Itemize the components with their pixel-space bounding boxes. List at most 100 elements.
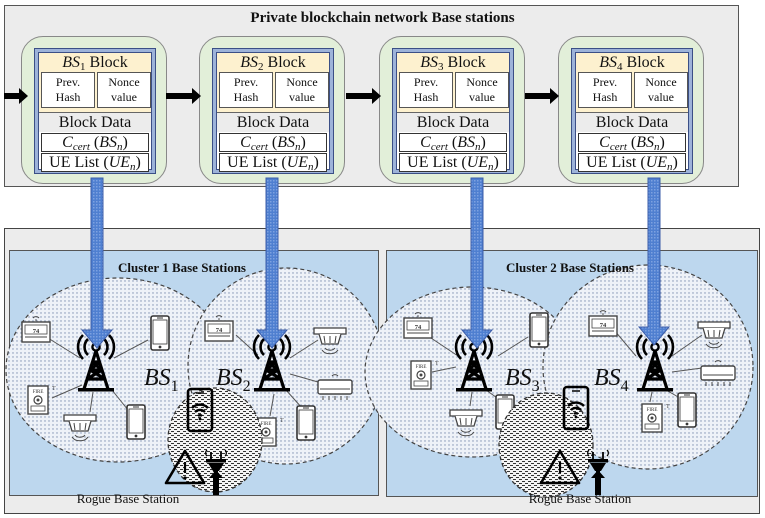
block-suffix: Block: [447, 54, 486, 71]
ue-list-row: UE List (UEn): [219, 153, 327, 173]
ue-arg: UE: [108, 154, 131, 171]
station-bs: BS: [144, 365, 171, 391]
ue-list-row: UE List (UEn): [399, 153, 507, 173]
certificate-row: Ccert (BSn): [41, 133, 149, 153]
block-title: BS3 Block: [397, 53, 509, 77]
device-link-line: [431, 366, 457, 373]
ue-arg-subscript: n: [488, 161, 494, 173]
ue-list-label: UE List: [49, 154, 100, 171]
cert-symbol: C: [599, 134, 610, 151]
block-title: BS4 Block: [576, 53, 688, 77]
phone-icon: [296, 405, 316, 441]
device-link-line: [671, 334, 703, 357]
block-suffix: Block: [626, 54, 665, 71]
phone-icon: [126, 404, 146, 440]
ue-arg-subscript: n: [667, 161, 673, 173]
prev-hash-line1: Prev.: [592, 75, 618, 89]
rogue-base-station-label: Rogue Base Station: [77, 491, 180, 506]
ue-arg: UE: [645, 154, 668, 171]
cert-symbol: C: [62, 134, 73, 151]
prev-hash-line2: Hash: [413, 90, 439, 104]
device-link-line: [113, 339, 149, 359]
block-bs-label: BS: [599, 54, 618, 71]
block-data-text: Block Data: [58, 114, 132, 131]
nonce-line2: value: [648, 90, 674, 104]
prev-hash-cell: Prev.Hash: [41, 72, 95, 108]
certificate-row: Ccert (BSn): [219, 133, 327, 153]
prev-hash-line1: Prev.: [413, 75, 439, 89]
rogue-phone-wifi-icon: [562, 385, 590, 431]
cert-arg: BS: [277, 134, 296, 151]
ue-list-row: UE List (UEn): [578, 153, 686, 173]
rogue-arrow-shaft: [595, 475, 601, 495]
station-subscript: 2: [243, 378, 251, 395]
nonce-line1: Nonce: [108, 75, 140, 89]
device-link-line: [671, 367, 703, 373]
cert-subscript: cert: [430, 141, 448, 153]
chain-arrow-2: [166, 88, 201, 104]
block-data-text: Block Data: [236, 114, 310, 131]
device-link-line: [289, 373, 319, 383]
block-data-label: Block Data: [217, 113, 329, 132]
block-data-label: Block Data: [397, 113, 509, 132]
prev-hash-cell: Prev.Hash: [219, 72, 273, 108]
block-bs-label: BS: [240, 54, 259, 71]
nonce-line2: value: [289, 90, 315, 104]
station-label: BS3: [505, 365, 540, 395]
cert-arg: BS: [99, 134, 118, 151]
nonce-line1: Nonce: [466, 75, 498, 89]
block-suffix: Block: [267, 54, 306, 71]
prev-hash-line1: Prev.: [55, 75, 81, 89]
nonce-line2: value: [111, 90, 137, 104]
phone-icon: [150, 315, 170, 351]
block-data-label: Block Data: [39, 113, 151, 132]
rogue-phone-wifi-icon: [186, 387, 214, 433]
station-label: BS4: [594, 365, 629, 395]
nonce-line1: Nonce: [286, 75, 318, 89]
cluster-title: Cluster 1 Base Stations: [118, 260, 246, 275]
ue-arg-subscript: n: [308, 161, 314, 173]
rogue-base-station-label: Rogue Base Station: [529, 491, 632, 506]
rogue-arrow-head: [209, 470, 223, 478]
chain-arrow-1: [4, 88, 28, 104]
station-subscript: 4: [621, 378, 629, 395]
block-to-station-arrow-1: [80, 177, 114, 349]
block-title: BS1 Block: [39, 53, 151, 77]
device-link-line: [649, 391, 653, 403]
ue-list-label: UE List: [407, 154, 458, 171]
ue-arg: UE: [286, 154, 309, 171]
device-link-line: [427, 335, 459, 357]
prev-hash-line2: Hash: [592, 90, 618, 104]
station-bs: BS: [505, 365, 532, 391]
ue-list-label: UE List: [227, 154, 278, 171]
cert-subscript: cert: [72, 141, 90, 153]
prev-hash-line2: Hash: [55, 90, 81, 104]
block-data-text: Block Data: [595, 114, 669, 131]
station-label: BS2: [216, 365, 251, 395]
cert-arg-subscript: n: [117, 141, 123, 153]
block-bs-subscript: 1: [80, 61, 86, 73]
block-bs-subscript: 3: [438, 61, 444, 73]
ue-list-label: UE List: [586, 154, 637, 171]
phone-icon: [529, 312, 549, 348]
block-to-station-arrow-2: [255, 177, 289, 349]
cluster-title: Cluster 2 Base Stations: [506, 260, 634, 275]
block-bs-subscript: 2: [258, 61, 264, 73]
block-bs-subscript: 4: [617, 61, 623, 73]
device-link-line: [269, 393, 275, 417]
station-subscript: 3: [532, 378, 540, 395]
prev-hash-cell: Prev.Hash: [399, 72, 453, 108]
cert-arg-subscript: n: [475, 141, 481, 153]
